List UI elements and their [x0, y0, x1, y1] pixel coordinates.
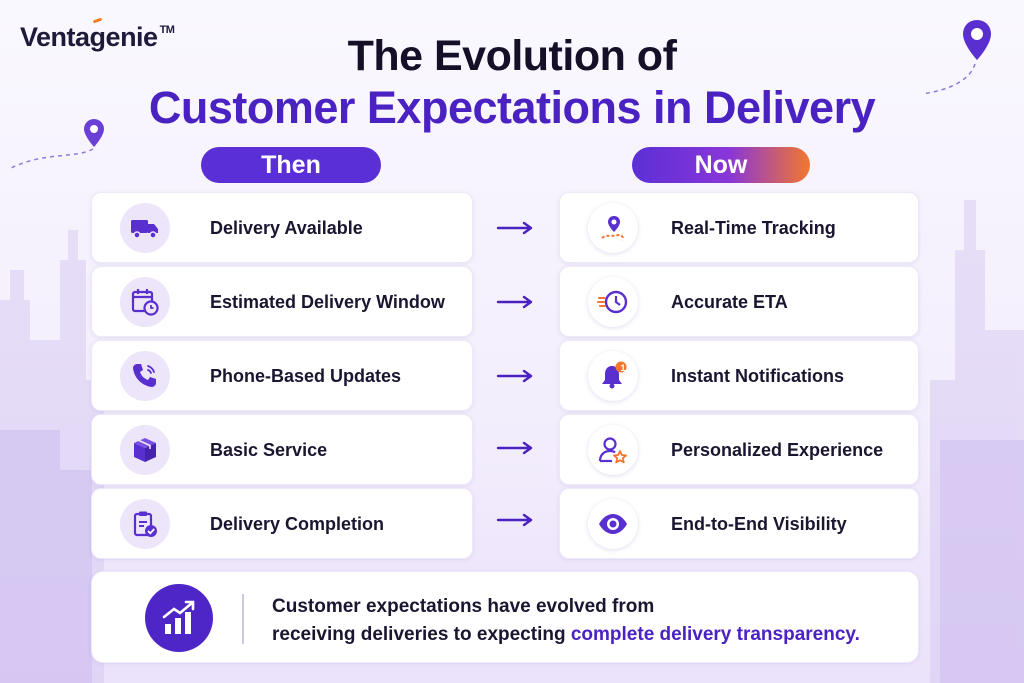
now-item-card: Real-Time Tracking [559, 192, 919, 263]
package-box-icon [120, 425, 170, 475]
arrow-right-icon [496, 221, 533, 235]
bell-notification-icon: 1 [588, 351, 638, 401]
summary-line1: Customer expectations have evolved from [272, 596, 655, 617]
then-item-label: Delivery Available [210, 218, 363, 238]
notification-badge-count: 1 [620, 363, 626, 373]
then-item-card: Basic Service [91, 414, 473, 485]
then-item-card: Delivery Available [91, 192, 473, 263]
summary-text: Customer expectations have evolved from … [272, 593, 860, 649]
user-star-icon [588, 425, 638, 475]
now-item-label: Instant Notifications [671, 366, 845, 386]
map-pin-route-icon [588, 203, 638, 253]
clipboard-check-icon [120, 499, 170, 549]
truck-icon [120, 203, 170, 253]
now-item-card: 1 Instant Notifications [559, 340, 919, 411]
now-header: Now [632, 147, 810, 183]
location-pin-icon [963, 20, 991, 60]
phone-icon [120, 351, 170, 401]
then-item-card: Delivery Completion [91, 488, 473, 559]
page-title-line2: Customer Expectations in Delivery [148, 82, 876, 133]
now-item-label: Real-Time Tracking [671, 218, 836, 238]
then-header: Then [201, 147, 381, 183]
arrow-right-icon [496, 295, 533, 309]
page-title-line1: The Evolution of [347, 32, 677, 80]
then-item-label: Estimated Delivery Window [210, 292, 445, 312]
dashed-route-decoration [8, 148, 94, 170]
now-item-card: Accurate ETA [559, 266, 919, 337]
then-item-card: Estimated Delivery Window [91, 266, 473, 337]
then-item-label: Phone-Based Updates [210, 366, 402, 386]
growth-chart-icon [145, 584, 213, 652]
dashed-route-decoration [921, 63, 976, 95]
summary-line2-plain: receiving deliveries to expecting [272, 624, 571, 645]
calendar-clock-icon [120, 277, 170, 327]
now-item-label: Accurate ETA [671, 292, 788, 312]
trademark: TM [159, 24, 175, 36]
then-item-card: Phone-Based Updates [91, 340, 473, 411]
eye-icon [588, 499, 638, 549]
arrow-right-icon [496, 369, 533, 383]
then-item-label: Delivery Completion [210, 514, 385, 534]
arrow-right-icon [496, 441, 533, 455]
arrow-right-icon [496, 513, 533, 527]
then-item-label: Basic Service [210, 440, 328, 460]
location-pin-icon [84, 119, 104, 147]
summary-card: Customer expectations have evolved from … [91, 571, 919, 663]
summary-highlight: complete delivery transparency. [570, 624, 860, 645]
now-item-card: Personalized Experience [559, 414, 919, 485]
summary-line2: receiving deliveries to expecting comple… [272, 621, 860, 649]
summary-divider [242, 594, 244, 644]
now-item-card: End-to-End Visibility [559, 488, 919, 559]
fast-clock-icon [588, 277, 638, 327]
now-item-label: End-to-End Visibility [671, 514, 847, 534]
now-item-label: Personalized Experience [671, 440, 884, 460]
